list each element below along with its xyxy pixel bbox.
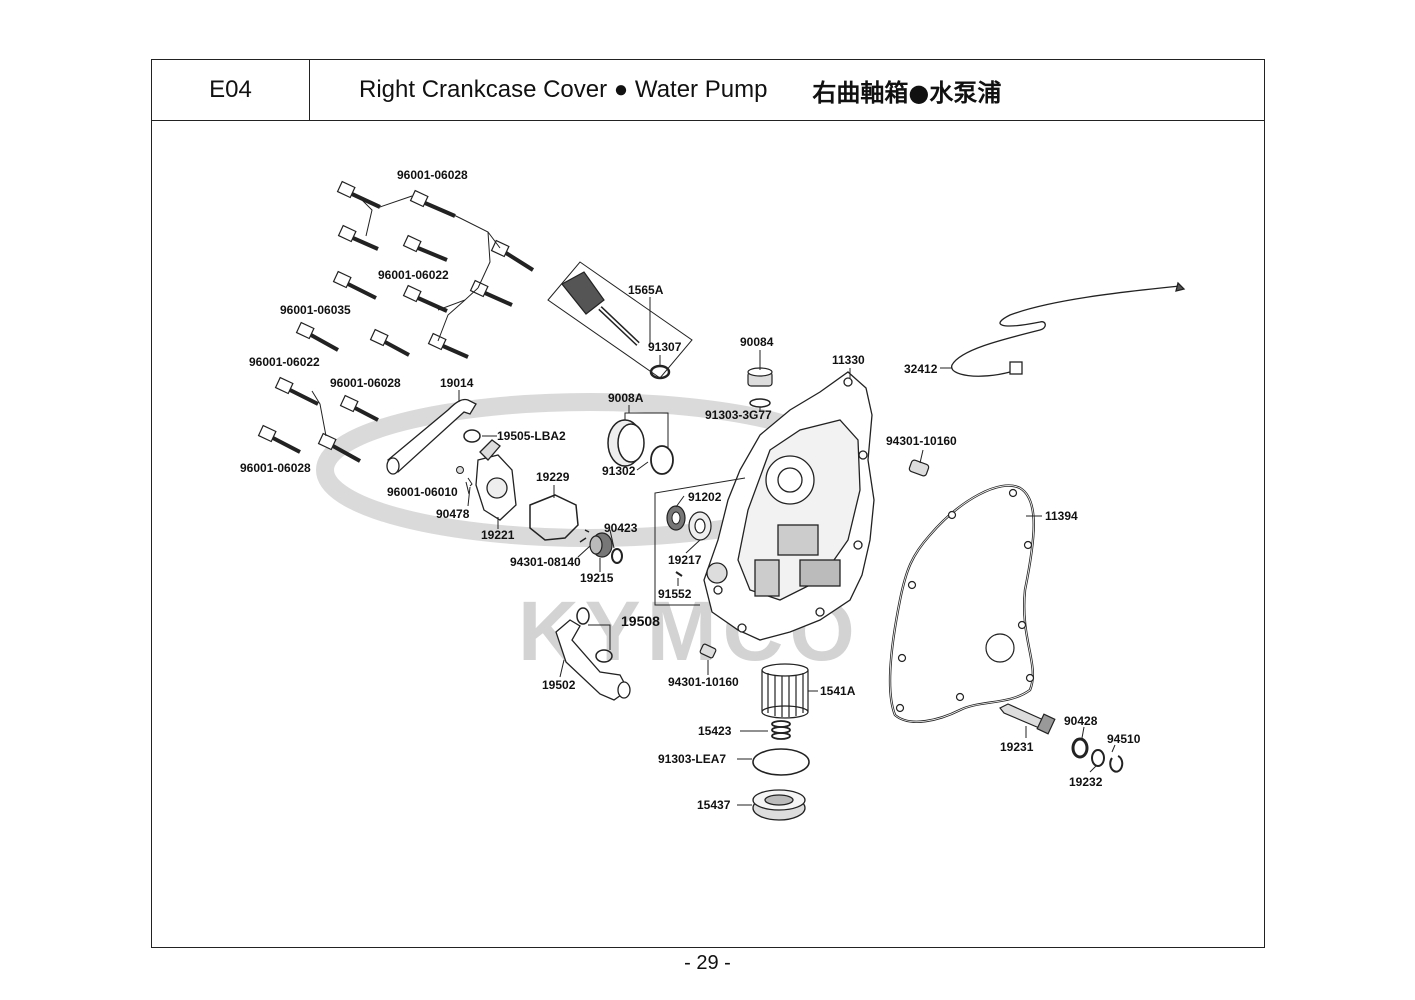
- bolt-leader-lines: [311, 195, 501, 437]
- washer-icon: [611, 548, 623, 564]
- pin-icon: [579, 529, 590, 543]
- part-label: 9008A: [608, 391, 644, 405]
- water-pump-cover: [475, 439, 517, 521]
- bolt-icon: [409, 189, 456, 218]
- part-label: 96001-06035: [280, 303, 351, 317]
- bolt-icon: [427, 332, 469, 359]
- part-label: 1565A: [628, 283, 664, 297]
- bolt-icon: [295, 321, 339, 352]
- bolt-icon: [274, 376, 319, 406]
- bolt-icon: [402, 234, 448, 262]
- part-label: 91307: [648, 340, 682, 354]
- part-label: 19231: [1000, 740, 1034, 754]
- o-ring-icon: [649, 364, 671, 380]
- part-label: 91202: [688, 490, 722, 504]
- circlip-icon: [1109, 755, 1124, 773]
- part-label: 32412: [904, 362, 938, 376]
- title-english: Right Crankcase Cover ● Water Pump: [359, 76, 768, 103]
- pin-icon: [675, 571, 683, 577]
- page-number: - 29 -: [684, 952, 731, 974]
- part-label: 96001-06022: [249, 355, 320, 369]
- bolt-icon: [332, 270, 377, 300]
- cover-gasket: [888, 484, 1035, 723]
- part-label: 1541A: [820, 684, 856, 698]
- part-label: 19215: [580, 571, 614, 585]
- dowel-pin-icon: [908, 459, 930, 477]
- spring-icon: [771, 720, 791, 740]
- part-label: 19221: [481, 528, 515, 542]
- washer-icon: [1071, 737, 1089, 759]
- part-label: 11394: [1045, 509, 1078, 523]
- part-label: 96001-06028: [397, 168, 468, 182]
- bolt-icon: [490, 239, 535, 272]
- part-label: 15437: [697, 798, 731, 812]
- part-label: 96001-06028: [330, 376, 401, 390]
- bearing-icon: [688, 511, 712, 541]
- bolt-icon: [336, 180, 381, 209]
- hose-clamp-icon: [576, 607, 613, 663]
- part-label: 91552: [658, 587, 692, 601]
- o-ring-icon: [752, 748, 810, 776]
- part-label: 96001-06010: [387, 485, 458, 499]
- part-label: 91302: [602, 464, 636, 478]
- pump-shaft: [999, 703, 1056, 735]
- part-label: 15423: [698, 724, 732, 738]
- part-label: 90478: [436, 507, 470, 521]
- part-label: 94301-08140: [510, 555, 581, 569]
- bolt-icon: [402, 284, 448, 313]
- part-label: 19229: [536, 470, 570, 484]
- bolt-icon: [257, 424, 301, 454]
- hose-clamp-icon: [463, 429, 481, 443]
- bolt-icon: [369, 328, 410, 357]
- bolt-icon: [317, 432, 361, 463]
- o-ring-icon: [749, 398, 771, 408]
- label-leader-lines: [458, 297, 1116, 806]
- washer-icon: [1091, 749, 1105, 767]
- part-label: 19217: [668, 553, 702, 567]
- part-labels: 96001-06028 96001-06022 96001-06035 9600…: [240, 168, 1141, 812]
- oil-filter: [761, 663, 809, 719]
- part-label: 91303-3G77: [705, 408, 772, 422]
- water-hose-upper: [386, 398, 477, 475]
- bolt-icon: [339, 394, 379, 422]
- bolt-icon: [337, 224, 379, 251]
- part-label: 90428: [1064, 714, 1098, 728]
- part-label: 96001-06028: [240, 461, 311, 475]
- impeller: [589, 532, 613, 558]
- oil-dipstick: [547, 261, 693, 379]
- part-label: 19232: [1069, 775, 1103, 789]
- part-label: 11330: [832, 353, 865, 367]
- right-crankcase-cover: [703, 371, 875, 641]
- plug-cap: [607, 419, 645, 467]
- part-label: 94301-10160: [886, 434, 957, 448]
- sensor-wire: [951, 281, 1186, 377]
- dowel-pin-icon: [699, 643, 717, 659]
- part-label: 19505-LBA2: [497, 429, 566, 443]
- small-bolt-icon: [456, 466, 473, 487]
- part-label: 94510: [1107, 732, 1141, 746]
- part-label: 19502: [542, 678, 576, 692]
- title-chinese: 右曲軸箱●水泵浦: [812, 78, 1002, 107]
- part-label: 90084: [740, 335, 774, 349]
- part-label: 19508: [621, 613, 660, 629]
- o-ring-icon: [650, 445, 674, 475]
- part-label: 91303-LEA7: [658, 752, 726, 766]
- filter-cap: [752, 789, 806, 821]
- pump-gasket: [529, 494, 579, 541]
- diagram-frame: [151, 120, 1265, 948]
- part-label: 19014: [440, 376, 474, 390]
- part-label: 90423: [604, 521, 638, 535]
- part-label: 94301-10160: [668, 675, 739, 689]
- water-hose-lower: [555, 619, 631, 701]
- gasket-holes: [895, 488, 1035, 713]
- filler-cap: [747, 367, 773, 387]
- part-label: 96001-06022: [378, 268, 449, 282]
- bolt-icon: [469, 279, 513, 307]
